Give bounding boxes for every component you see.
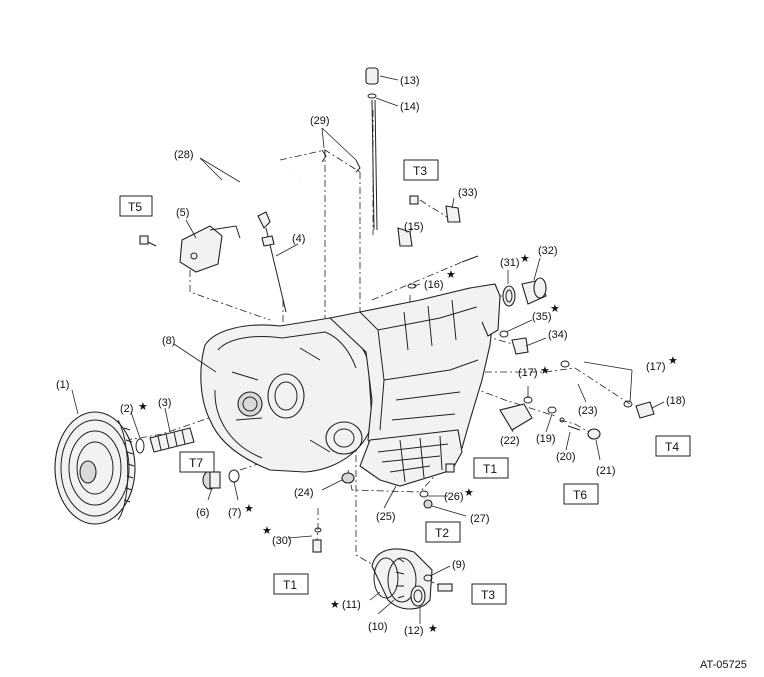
callout-6: (6) xyxy=(196,507,209,519)
plug-parts xyxy=(202,469,240,490)
star-16: ★ xyxy=(446,269,456,281)
cooler-outlet-parts xyxy=(499,360,655,440)
callout-35: (35) xyxy=(532,311,552,323)
torque-box-t3-bottom: T3 xyxy=(471,583,507,605)
callout-23: (23) xyxy=(578,405,598,417)
star-markers: ★ ★ ★ ★ ★ ★ ★ ★ ★ ★ ★ xyxy=(138,253,678,635)
callout-29: (29) xyxy=(310,115,330,127)
callout-31: (31) xyxy=(500,257,520,269)
extension-housing xyxy=(371,548,453,610)
torque-box-t6: T6 xyxy=(563,483,599,505)
callout-16: (16) xyxy=(424,279,444,291)
torque-label-t6: T6 xyxy=(573,488,587,502)
torque-label-t4: T4 xyxy=(665,440,679,454)
callout-10: (10) xyxy=(368,621,388,633)
star-12: ★ xyxy=(428,623,438,635)
star-30: ★ xyxy=(262,525,272,537)
star-26: ★ xyxy=(464,487,474,499)
input-shaft-parts xyxy=(135,427,195,454)
torque-boxes: T5 T3 T7 T1 T2 T6 T4 T1 xyxy=(119,159,691,605)
callout-2: (2) xyxy=(120,403,133,415)
star-31: ★ xyxy=(520,253,530,265)
transmission-case xyxy=(200,283,501,487)
extension-seal xyxy=(502,277,547,307)
callout-8: (8) xyxy=(162,335,175,347)
torque-box-t2: T2 xyxy=(425,521,461,543)
callout-9: (9) xyxy=(452,559,465,571)
clip-parts xyxy=(321,149,361,173)
star-17a: ★ xyxy=(540,365,550,377)
torque-box-t1-bottom: T1 xyxy=(273,573,309,595)
torque-label-t2: T2 xyxy=(435,526,449,540)
torque-label-t5: T5 xyxy=(128,200,142,214)
torque-box-t3-top: T3 xyxy=(403,159,439,181)
callout-27: (27) xyxy=(470,513,490,525)
callout-21: (21) xyxy=(596,465,616,477)
callout-32: (32) xyxy=(538,245,558,257)
callout-30: (30) xyxy=(272,535,292,547)
star-11: ★ xyxy=(330,599,340,611)
torque-box-t1-right: T1 xyxy=(473,457,509,479)
callout-12: (12) xyxy=(404,625,424,637)
callout-7: (7) xyxy=(228,507,241,519)
callout-24: (24) xyxy=(294,487,314,499)
parts-30 xyxy=(312,527,322,553)
torque-converter xyxy=(54,411,136,525)
small-parts-34-35 xyxy=(499,330,529,355)
dipstick xyxy=(365,67,379,231)
torque-box-t7: T7 xyxy=(179,451,215,473)
drain-plug-part xyxy=(341,472,355,484)
callout-17b: (17) xyxy=(646,361,666,373)
star-17b: ★ xyxy=(668,355,678,367)
torque-label-t3-top: T3 xyxy=(413,164,427,178)
callout-20: (20) xyxy=(556,451,576,463)
callout-18: (18) xyxy=(666,395,686,407)
callout-22: (22) xyxy=(500,435,520,447)
bracket-33 xyxy=(409,195,479,263)
figure-code: AT-05725 xyxy=(700,659,747,671)
callout-13: (13) xyxy=(400,75,420,87)
star-2: ★ xyxy=(138,401,148,413)
star-7: ★ xyxy=(244,503,254,515)
callout-28: (28) xyxy=(174,149,194,161)
torque-label-t3-bottom: T3 xyxy=(481,588,495,602)
callout-25: (25) xyxy=(376,511,396,523)
torque-label-t1-bottom: T1 xyxy=(283,578,297,592)
callout-15: (15) xyxy=(404,221,424,233)
leader-lines xyxy=(71,75,665,624)
bracket-parts xyxy=(139,211,287,313)
oil-cooler-pipe xyxy=(220,158,302,192)
parts-26-27 xyxy=(419,463,455,509)
callout-labels: (1) (2) (3) (4) (5) (6) (7) (8) (9) (10)… xyxy=(56,75,686,637)
callout-4: (4) xyxy=(292,233,305,245)
torque-box-t5: T5 xyxy=(119,195,153,217)
oil-filler-pipe xyxy=(373,227,417,289)
callout-17a: (17) xyxy=(518,367,538,379)
callout-14: (14) xyxy=(400,101,420,113)
callout-5: (5) xyxy=(176,207,189,219)
callout-11: (11) xyxy=(342,599,361,611)
torque-label-t1-right: T1 xyxy=(483,462,497,476)
torque-label-t7: T7 xyxy=(189,456,203,470)
callout-1: (1) xyxy=(56,379,69,391)
callout-26: (26) xyxy=(444,491,464,503)
torque-box-t4: T4 xyxy=(655,435,691,457)
star-35: ★ xyxy=(550,303,560,315)
callout-34: (34) xyxy=(548,329,568,341)
callout-33: (33) xyxy=(458,187,478,199)
callout-3: (3) xyxy=(158,397,171,409)
callout-19: (19) xyxy=(536,433,556,445)
